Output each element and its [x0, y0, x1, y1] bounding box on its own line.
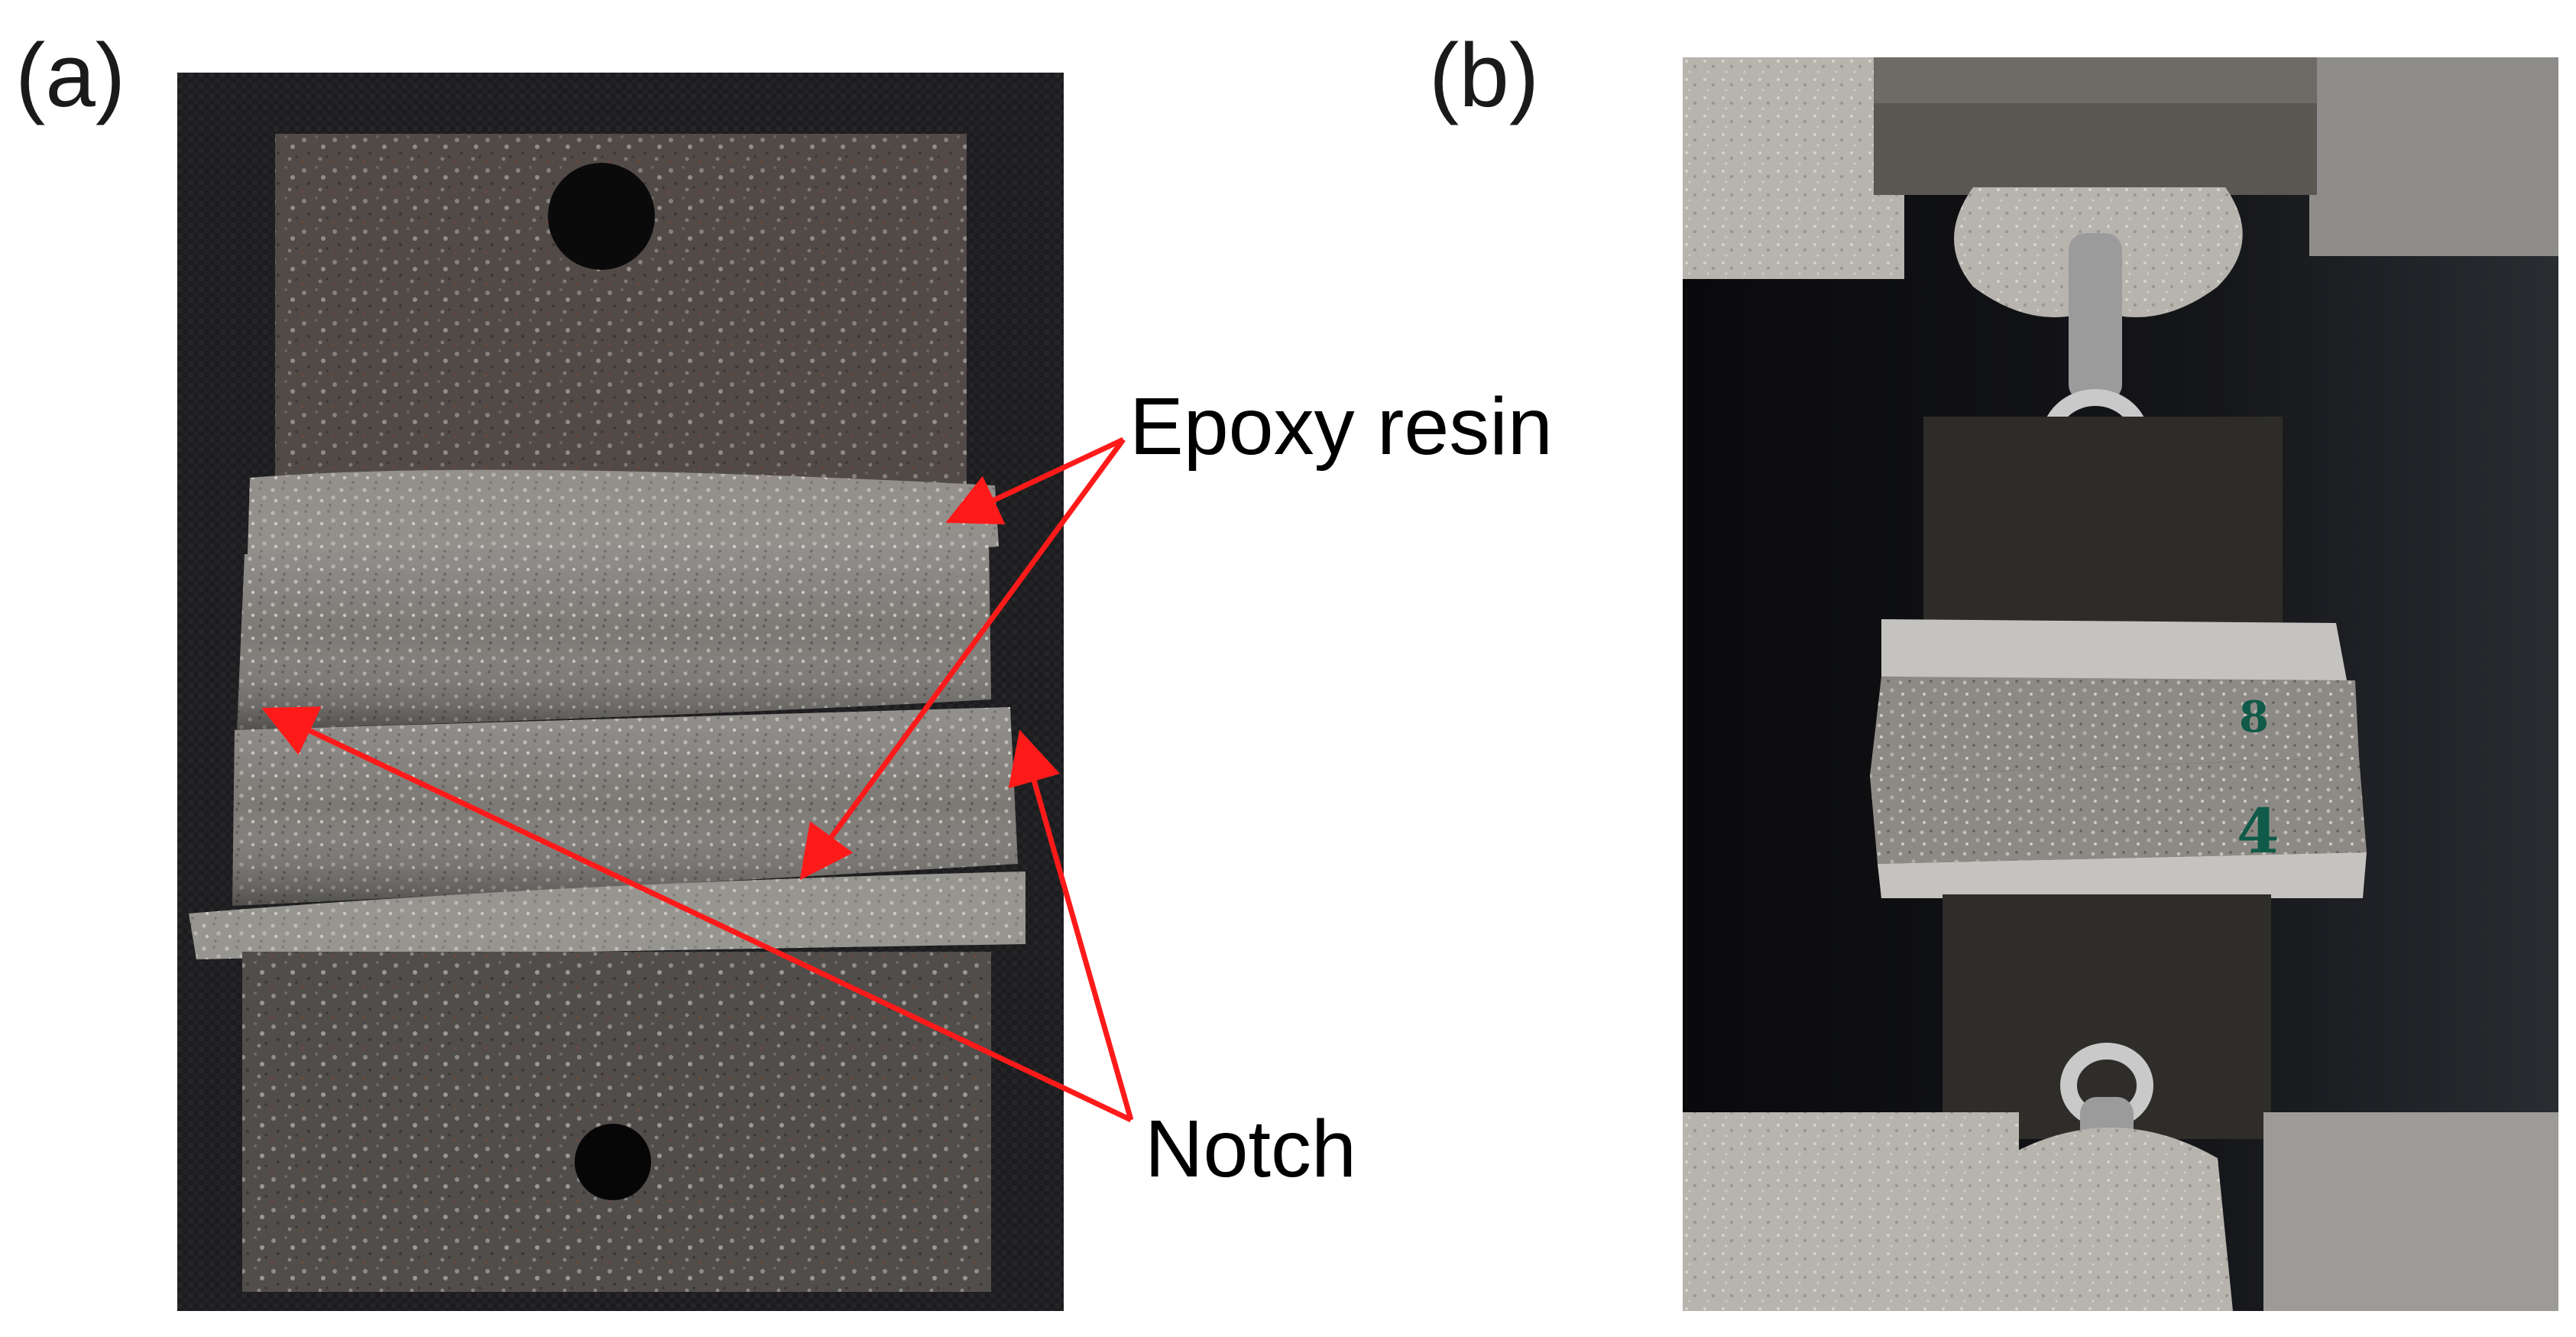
- epoxy-resin-callout: Epoxy resin: [1129, 381, 1553, 472]
- specimen-marking-upper: 8: [2239, 692, 2269, 742]
- panel-a-label: (a): [15, 25, 126, 126]
- notch-callout: Notch: [1145, 1104, 1356, 1194]
- specimen-photo-a-drawing: [177, 73, 1064, 1311]
- panel-b-label: (b): [1429, 25, 1540, 126]
- test-setup-photo-b-drawing: [1683, 57, 2558, 1311]
- specimen-photo-a: [177, 73, 1064, 1311]
- specimen-marking-lower: 4: [2237, 795, 2280, 867]
- test-setup-photo-b: 8 4: [1683, 57, 2558, 1311]
